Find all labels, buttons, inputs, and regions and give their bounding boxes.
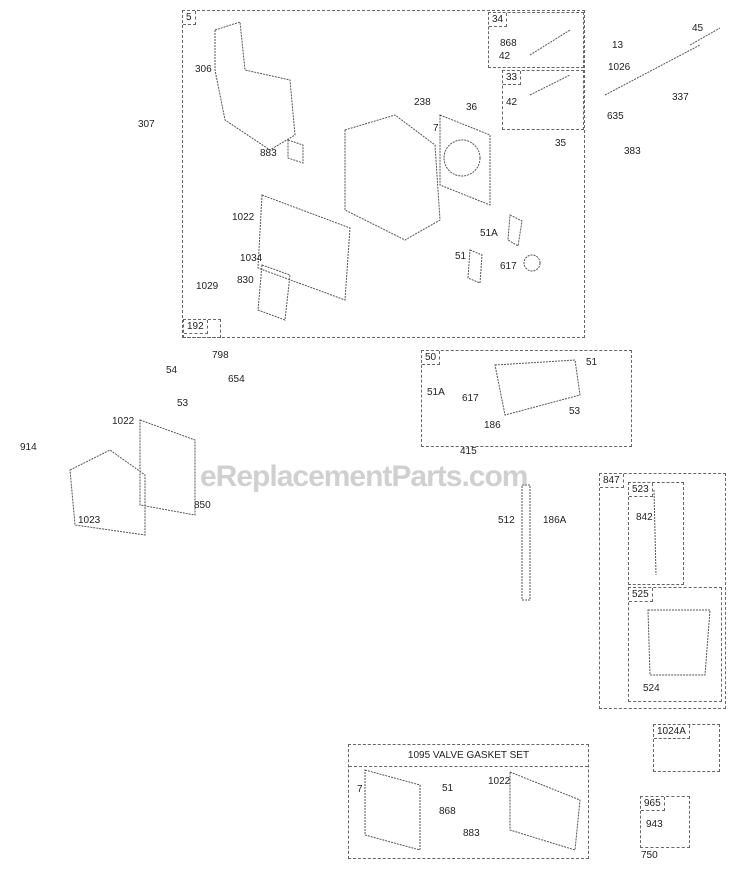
part-7-bore <box>443 139 481 177</box>
part-label: 1026 <box>608 62 631 73</box>
part-manifold <box>494 359 581 416</box>
part-label: 1023 <box>78 515 101 526</box>
part-label: 512 <box>498 515 515 526</box>
part-label: 35 <box>555 138 567 149</box>
part-label: 36 <box>466 102 478 113</box>
part-label: 1034 <box>240 253 263 264</box>
part-label: 51A <box>480 228 498 239</box>
part-label: 868 <box>439 806 456 817</box>
part-label: 1022 <box>232 212 255 223</box>
part-label: 51 <box>586 357 598 368</box>
part-label: 186 <box>484 420 501 431</box>
part-45 <box>689 27 721 46</box>
part-51A <box>507 214 523 247</box>
part-label: 42 <box>499 51 511 62</box>
part-label: 51A <box>427 387 445 398</box>
part-label: 53 <box>569 406 581 417</box>
part-7-head-gasket <box>439 114 491 206</box>
part-valve-33 <box>529 74 571 96</box>
kit-box-50: 50 <box>421 350 632 447</box>
part-label: 51 <box>455 251 467 262</box>
part-label: 383 <box>624 146 641 157</box>
part-label: 617 <box>500 261 517 272</box>
kit-number: 33 <box>503 71 522 85</box>
part-label: 914 <box>20 442 37 453</box>
part-label: 850 <box>194 500 211 511</box>
kit-number: 847 <box>600 474 624 488</box>
part-label: 798 <box>212 350 229 361</box>
part-label: 842 <box>636 512 653 523</box>
kit-box-1095-valve-gasket-set: 1095 VALVE GASKET SET <box>348 744 589 859</box>
part-51 <box>467 249 483 284</box>
kit-box-34: 34 <box>488 12 584 68</box>
kit-box-192: 192 <box>183 319 221 338</box>
part-842-dipstick <box>653 489 657 576</box>
kit-title: 1095 VALVE GASKET SET <box>349 745 588 767</box>
part-label: 750 <box>641 850 658 861</box>
part-label: 617 <box>462 393 479 404</box>
part-label: 337 <box>672 92 689 103</box>
part-1022-gasket-mid <box>139 419 196 516</box>
part-valve-34 <box>529 29 571 56</box>
kit-number: 525 <box>629 588 653 602</box>
part-label: 883 <box>260 148 277 159</box>
part-label: 883 <box>463 828 480 839</box>
kit-number: 192 <box>184 320 208 334</box>
part-label: 42 <box>506 97 518 108</box>
part-label: 307 <box>138 119 155 130</box>
part-label: 654 <box>228 374 245 385</box>
part-label: 830 <box>237 275 254 286</box>
kit-box-33: 33 <box>502 70 584 130</box>
part-label: 186A <box>543 515 567 526</box>
part-cylinder-head <box>344 114 441 241</box>
kit-number: 50 <box>422 351 441 365</box>
kit-number: 523 <box>629 483 653 497</box>
part-label: 868 <box>500 38 517 49</box>
part-label: 415 <box>460 446 477 457</box>
part-label: 1029 <box>196 281 219 292</box>
part-label: 306 <box>195 64 212 75</box>
watermark: eReplacementParts.com <box>200 460 528 493</box>
kit-box-965: 965 <box>640 796 690 848</box>
kit-number: 1024A <box>654 725 690 739</box>
part-306-shroud <box>214 21 296 151</box>
part-1034-plate <box>257 264 291 321</box>
kit-box-5: 5 <box>182 10 585 338</box>
part-label: 7 <box>357 784 363 795</box>
kit-number: 34 <box>489 13 508 27</box>
part-label: 53 <box>177 398 189 409</box>
part-label: 943 <box>646 819 663 830</box>
kit-number: 5 <box>183 11 196 25</box>
part-label: 1022 <box>112 416 135 427</box>
kit-box-525: 525 <box>628 587 722 702</box>
part-label: 13 <box>612 40 624 51</box>
part-512-tube <box>521 484 531 601</box>
part-label: 51 <box>442 783 454 794</box>
part-617-ring <box>523 254 541 272</box>
kit-box-847: 847 <box>599 473 726 709</box>
part-label: 54 <box>166 365 178 376</box>
part-label: 524 <box>643 683 660 694</box>
kit-box-523: 523 <box>628 482 684 585</box>
part-1023-cover <box>69 449 146 536</box>
part-label: 1022 <box>488 776 511 787</box>
part-1022-gasket <box>257 194 351 301</box>
part-883-gasket <box>287 139 304 164</box>
kit-box-1024a: 1024A <box>653 724 720 772</box>
part-label: 7 <box>433 123 439 134</box>
kit-number: 965 <box>641 797 665 811</box>
part-label: 635 <box>607 111 624 122</box>
part-label: 238 <box>414 97 431 108</box>
part-525-tube <box>647 609 711 676</box>
part-label: 45 <box>692 23 704 34</box>
